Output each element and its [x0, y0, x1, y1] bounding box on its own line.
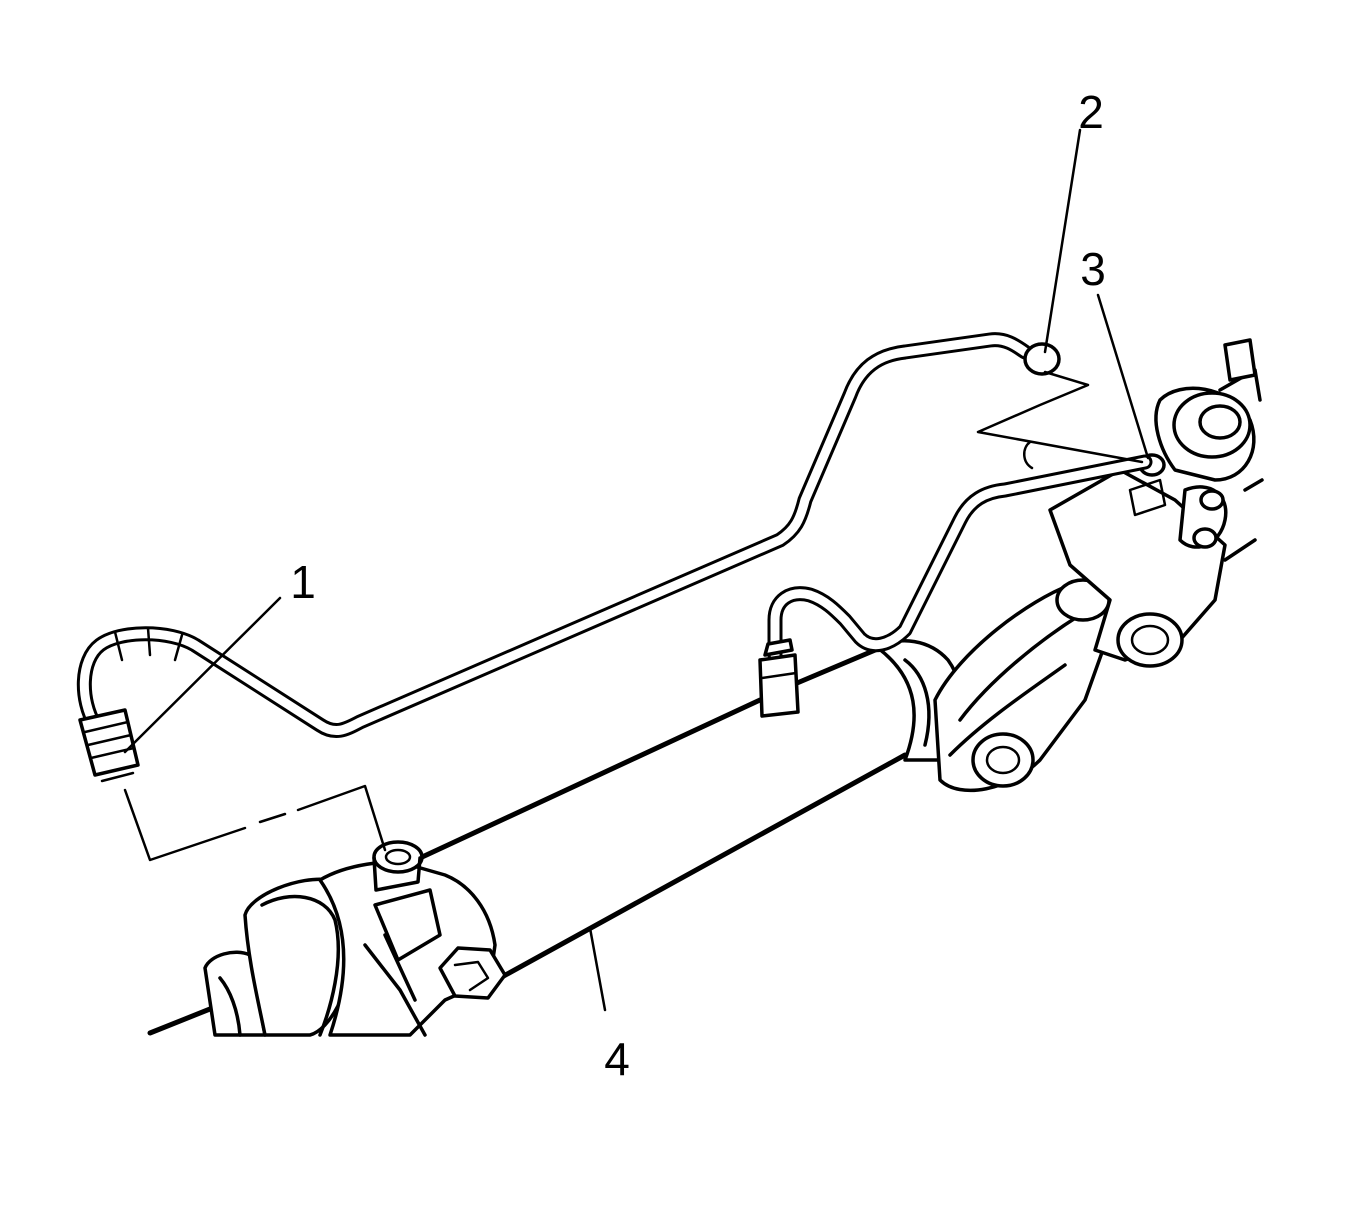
callout-1-label: 1 [290, 556, 316, 608]
pipe-2 [758, 454, 1153, 718]
pipe-1 [76, 332, 1061, 783]
left-mount-bracket [203, 840, 507, 1037]
gear-valve-housing [933, 338, 1264, 793]
callout-4-label: 4 [604, 1033, 630, 1085]
callout-2-label: 2 [1078, 86, 1104, 138]
installation-path-lines [123, 370, 1144, 862]
leader-lines [123, 128, 1150, 1012]
callout-3-label: 3 [1080, 243, 1106, 295]
